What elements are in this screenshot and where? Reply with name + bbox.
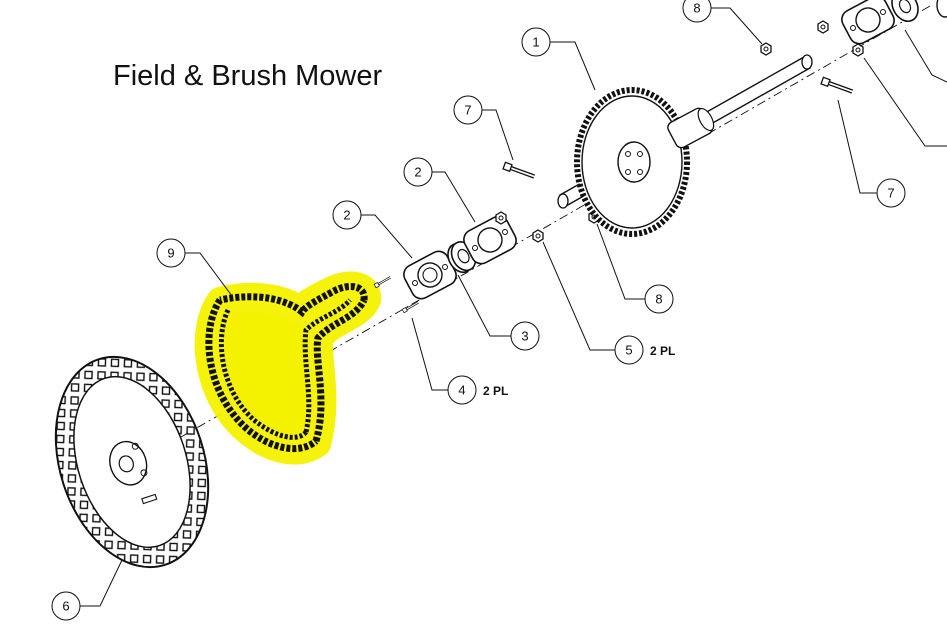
svg-text:5: 5 <box>625 343 632 358</box>
callout-4: 4 2 PL <box>447 375 508 405</box>
callout-6: 6 <box>51 591 81 621</box>
nut-top <box>760 42 772 56</box>
svg-text:7: 7 <box>887 186 894 201</box>
callout-2a: 2 <box>403 157 433 187</box>
callout-5: 5 2 PL <box>614 335 675 365</box>
sprocket <box>574 87 690 237</box>
svg-text:2: 2 <box>414 165 421 180</box>
nut-top-right <box>817 20 829 34</box>
diagram-title: Field & Brush Mower <box>113 60 383 92</box>
callout-1: 1 <box>521 27 551 57</box>
bolt-7-left <box>502 161 537 181</box>
bolt-small-upper <box>373 275 392 289</box>
svg-text:1: 1 <box>532 35 539 50</box>
svg-text:8: 8 <box>693 1 700 16</box>
callout-4-qty: 2 PL <box>483 384 508 398</box>
callout-8b: 8 <box>644 284 674 314</box>
svg-text:7: 7 <box>464 103 471 118</box>
chain <box>194 271 381 465</box>
bolt-7-right <box>820 76 855 96</box>
wheel-tire <box>54 355 210 569</box>
callout-7a: 7 <box>453 95 483 125</box>
nut-left <box>495 211 507 225</box>
callout-5-qty: 2 PL <box>650 344 675 358</box>
bearing-top <box>891 0 919 23</box>
bolt-small-lower <box>401 300 420 314</box>
bearing-flange-edge <box>936 0 947 18</box>
svg-text:2: 2 <box>343 208 350 223</box>
bearing-flange-near <box>403 250 457 300</box>
svg-text:9: 9 <box>167 246 174 261</box>
svg-text:8: 8 <box>655 292 662 307</box>
nut-5 <box>532 229 544 243</box>
callout-9: 9 <box>156 238 186 268</box>
bearing-flange-far <box>463 215 517 265</box>
sprocket-hub <box>667 107 715 149</box>
svg-text:6: 6 <box>62 599 69 614</box>
callout-3: 3 <box>510 321 540 351</box>
svg-text:3: 3 <box>521 329 528 344</box>
bearing-flange-top <box>841 0 895 45</box>
callout-2b: 2 <box>332 200 362 230</box>
callout-8a: 8 <box>682 0 712 23</box>
leader-lines <box>80 7 947 607</box>
nut-right <box>852 43 864 57</box>
svg-text:4: 4 <box>458 383 465 398</box>
callout-7b: 7 <box>876 178 906 208</box>
bearing <box>447 241 477 274</box>
